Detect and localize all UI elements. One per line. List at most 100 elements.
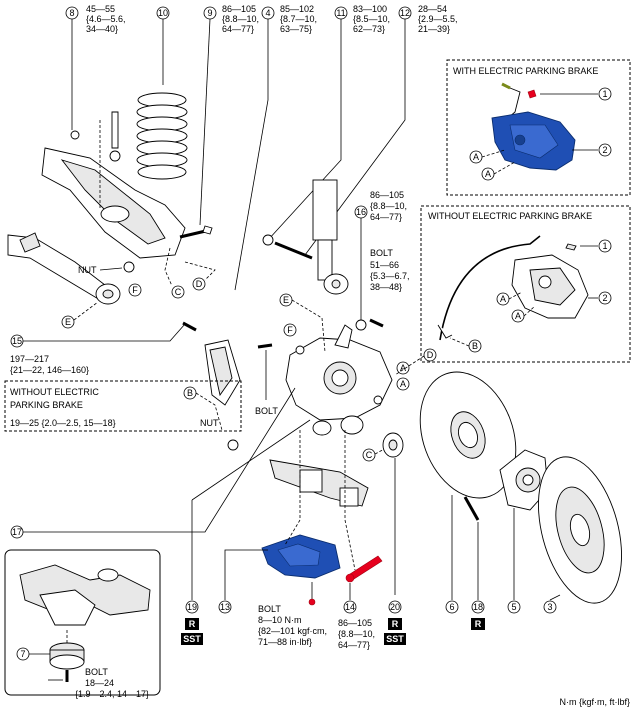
- svg-text:64—77}: 64—77}: [222, 24, 254, 34]
- svg-text:18—24: 18—24: [85, 678, 114, 688]
- callout-16: 16 86—105 {8.8—10, 64—77}: [354, 190, 407, 331]
- svg-text:{4.6—5.6,: {4.6—5.6,: [86, 14, 126, 24]
- svg-text:F: F: [287, 325, 293, 335]
- svg-text:13: 13: [220, 602, 230, 612]
- svg-text:8—10 N·m: 8—10 N·m: [258, 615, 302, 625]
- svg-text:{8.8—10,: {8.8—10,: [222, 14, 259, 24]
- svg-text:A: A: [485, 169, 491, 179]
- letter-markers-center: E F A A D C: [279, 293, 437, 462]
- svg-text:62—73}: 62—73}: [353, 24, 385, 34]
- svg-text:B: B: [187, 388, 193, 398]
- svg-text:NUT: NUT: [78, 265, 97, 275]
- knuckle: [285, 324, 393, 436]
- svg-text:86—105: 86—105: [370, 190, 404, 200]
- svg-text:WITHOUT ELECTRIC PARKING BRAKE: WITHOUT ELECTRIC PARKING BRAKE: [428, 211, 592, 221]
- svg-text:19—25 {2.0—2.5, 15—18}: 19—25 {2.0—2.5, 15—18}: [10, 418, 116, 428]
- callout-18: 18 R: [471, 522, 485, 630]
- svg-text:A: A: [400, 363, 406, 373]
- svg-text:WITHOUT ELECTRIC: WITHOUT ELECTRIC: [10, 387, 99, 397]
- hub-bolt: [463, 496, 480, 521]
- svg-text:E: E: [65, 317, 71, 327]
- callout-12: 12 28—54 {2.9—5.5, 21—39}: [304, 4, 458, 256]
- brake-disc: [538, 456, 622, 604]
- box-without-epb: WITHOUT ELECTRIC PARKING BRAKE 1 2 A A B: [420, 205, 631, 363]
- blue-cover: [261, 534, 341, 606]
- svg-text:BOLT: BOLT: [258, 604, 281, 614]
- callout-3: 3: [543, 594, 561, 614]
- svg-text:R: R: [392, 619, 399, 629]
- dust-shield: [419, 371, 517, 499]
- svg-text:14: 14: [345, 602, 355, 612]
- wheel-hub: [499, 449, 549, 511]
- svg-text:19: 19: [187, 602, 197, 612]
- coil-spring: [136, 92, 188, 180]
- svg-text:28—54: 28—54: [418, 4, 447, 14]
- svg-text:C: C: [366, 450, 373, 460]
- svg-text:F: F: [132, 285, 138, 295]
- red-bolt: [345, 555, 383, 583]
- box-with-epb: WITH ELECTRIC PARKING BRAKE 1 2 A A: [446, 59, 631, 196]
- svg-text:{8.8—10,: {8.8—10,: [370, 201, 407, 211]
- svg-text:B: B: [472, 341, 478, 351]
- callout-9: 9 86—105 {8.8—10, 64—77}: [199, 4, 259, 226]
- svg-text:{5.3—6.7,: {5.3—6.7,: [370, 271, 410, 281]
- svg-text:D: D: [427, 350, 434, 360]
- svg-text:{82—101 kgf·cm,: {82—101 kgf·cm,: [258, 626, 327, 636]
- svg-text:A: A: [400, 379, 406, 389]
- svg-text:{21—22, 146—160}: {21—22, 146—160}: [10, 365, 89, 375]
- svg-text:E: E: [283, 295, 289, 305]
- svg-text:A: A: [515, 311, 521, 321]
- svg-text:17: 17: [12, 527, 22, 537]
- lower-arm: [41, 111, 213, 259]
- shock-absorber: [262, 179, 349, 295]
- callout-11: 11 83—100 {8.5—10, 62—73}: [267, 4, 390, 241]
- svg-text:86—105: 86—105: [338, 618, 372, 628]
- svg-text:51—66: 51—66: [370, 260, 399, 270]
- svg-text:16: 16: [356, 207, 366, 217]
- crossmember: [269, 459, 369, 507]
- svg-text:PARKING BRAKE: PARKING BRAKE: [10, 400, 83, 410]
- nut-upper: NUT: [78, 261, 135, 275]
- svg-text:N·m {kgf·m, ft·lbf}: N·m {kgf·m, ft·lbf}: [559, 697, 630, 707]
- svg-text:38—48}: 38—48}: [370, 282, 402, 292]
- callout-6: 6: [445, 495, 459, 614]
- svg-text:85—102: 85—102: [280, 4, 314, 14]
- callout-19: 19 R SST: [181, 419, 311, 645]
- box-without-epb-left: WITHOUT ELECTRIC PARKING BRAKE B 19—25 {…: [4, 380, 242, 451]
- svg-text:D: D: [196, 279, 203, 289]
- callout-13: 13: [218, 549, 268, 614]
- svg-text:20: 20: [390, 602, 400, 612]
- svg-text:{8.8—10,: {8.8—10,: [338, 629, 375, 639]
- svg-text:NUT: NUT: [200, 418, 219, 428]
- bolt-knuckle: BOLT: [255, 343, 278, 416]
- callout-8: 8 45—55 {4.6—5.6, 34—40}: [65, 4, 126, 130]
- svg-text:63—75}: 63—75}: [280, 24, 312, 34]
- svg-text:64—77}: 64—77}: [370, 212, 402, 222]
- svg-text:WITH ELECTRIC PARKING BRAKE: WITH ELECTRIC PARKING BRAKE: [453, 66, 598, 76]
- svg-text:12: 12: [400, 8, 410, 18]
- svg-text:A: A: [500, 294, 506, 304]
- letter-markers-left: F E C D: [61, 247, 216, 329]
- svg-text:{2.9—5.5,: {2.9—5.5,: [418, 14, 458, 24]
- inset-box: 7 BOLT 18—24 {1.9—2.4, 14—17}: [4, 549, 161, 699]
- callout-17: 17: [10, 387, 296, 539]
- callout-15: 15 197—217 {21—22, 146—160}: [10, 321, 197, 375]
- svg-text:34—40}: 34—40}: [86, 24, 118, 34]
- bushing: [382, 432, 404, 458]
- svg-text:45—55: 45—55: [86, 4, 115, 14]
- bolt-upper: BOLT 51—66 {5.3—6.7, 38—48}: [369, 248, 410, 328]
- callout-14: 14 86—105 {8.8—10, 64—77}: [338, 583, 375, 650]
- svg-text:2: 2: [602, 145, 607, 155]
- svg-text:18: 18: [473, 602, 483, 612]
- svg-text:SST: SST: [183, 634, 201, 644]
- svg-text:R: R: [189, 619, 196, 629]
- svg-text:21—39}: 21—39}: [418, 24, 450, 34]
- svg-text:{8.7—10,: {8.7—10,: [280, 14, 317, 24]
- svg-text:A: A: [473, 152, 479, 162]
- svg-text:BOLT: BOLT: [85, 667, 108, 677]
- bolt-cover: BOLT 8—10 N·m {82—101 kgf·cm, 71—88 in·l…: [258, 604, 327, 647]
- callout-10: 10: [156, 6, 170, 85]
- upper-arm: [7, 232, 121, 305]
- svg-text:{1.9—2.4, 14—17}: {1.9—2.4, 14—17}: [75, 689, 149, 699]
